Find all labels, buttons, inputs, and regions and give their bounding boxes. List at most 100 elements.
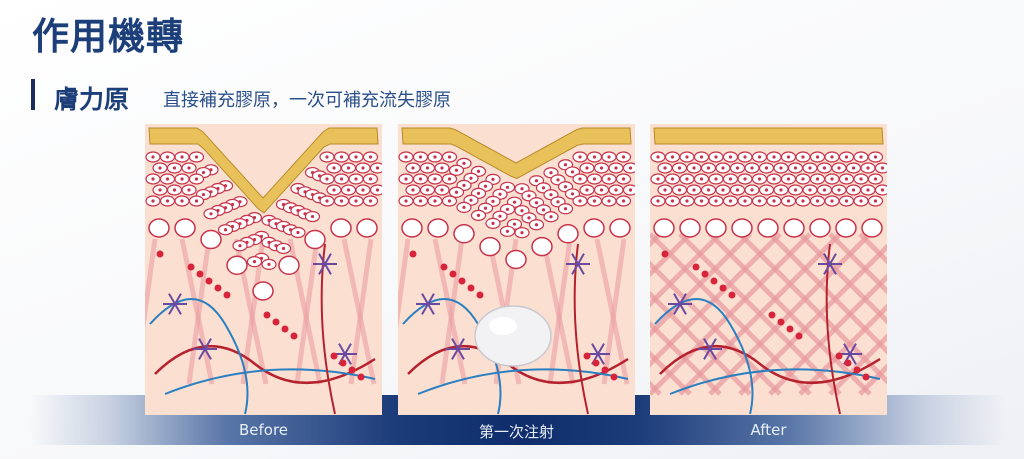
collagen-fiber bbox=[858, 232, 887, 265]
collagen-fiber bbox=[738, 243, 887, 396]
collagen-fiber bbox=[439, 238, 465, 385]
fibroblast bbox=[324, 263, 332, 275]
collagen-dot bbox=[272, 318, 280, 326]
collagen-fiber bbox=[348, 238, 374, 385]
collagen-dot bbox=[710, 277, 718, 285]
collagen-fiber bbox=[858, 363, 887, 396]
fibroblast bbox=[324, 253, 332, 265]
fibroblast bbox=[823, 253, 831, 265]
collagen-dot bbox=[440, 263, 448, 271]
fibroblast bbox=[451, 348, 459, 360]
stratum-corneum bbox=[148, 127, 379, 214]
basal-cell bbox=[809, 218, 831, 238]
collagen-fiber bbox=[650, 232, 782, 368]
stratum-corneum bbox=[653, 127, 884, 145]
collagen-fiber bbox=[601, 238, 627, 385]
collagen-fiber bbox=[650, 232, 722, 308]
fibroblast bbox=[597, 343, 605, 355]
fibroblast bbox=[318, 263, 326, 275]
fibroblast bbox=[843, 343, 851, 355]
fibroblast bbox=[174, 293, 182, 305]
skin-panel-before bbox=[145, 124, 382, 415]
skin-illustration-before bbox=[145, 124, 382, 415]
fibroblast bbox=[673, 303, 681, 315]
collagen-dot bbox=[661, 250, 669, 258]
collagen-dot bbox=[844, 359, 852, 367]
fibroblast bbox=[577, 263, 585, 275]
collagen-dot bbox=[583, 352, 591, 360]
fibroblast bbox=[703, 338, 711, 350]
basal-cell bbox=[479, 236, 501, 257]
fibroblast bbox=[829, 253, 837, 265]
collagen-dot bbox=[592, 359, 600, 367]
basal-cell bbox=[148, 218, 170, 238]
collagen-dot bbox=[339, 359, 347, 367]
collagen-dot bbox=[701, 270, 709, 278]
collagen-dot bbox=[348, 366, 356, 374]
blood-vessel bbox=[659, 345, 881, 384]
fibroblast bbox=[709, 348, 717, 360]
fibroblast bbox=[829, 263, 837, 275]
blood-vessel bbox=[164, 368, 376, 395]
fibroblast bbox=[204, 348, 212, 360]
fibroblast bbox=[168, 303, 176, 315]
fibroblast bbox=[457, 348, 465, 360]
collagen-dot bbox=[795, 332, 803, 340]
collagen-fiber bbox=[708, 232, 872, 396]
collagen-fiber bbox=[650, 320, 722, 396]
skin-panel-first-injection bbox=[398, 124, 635, 415]
basal-cell bbox=[609, 218, 631, 238]
fibroblast bbox=[849, 353, 857, 365]
collagen-fiber bbox=[678, 232, 842, 396]
collagen-fiber bbox=[768, 273, 887, 396]
collagen-dot bbox=[281, 325, 289, 333]
collagen-dot bbox=[610, 373, 618, 381]
basal-cell bbox=[653, 218, 675, 238]
fibroblast bbox=[421, 303, 429, 315]
basal-cell bbox=[861, 218, 883, 238]
fibroblast bbox=[577, 253, 585, 265]
collagen-fiber bbox=[145, 238, 158, 330]
fibroblast bbox=[849, 343, 857, 355]
collagen-dot bbox=[777, 318, 785, 326]
skin-illustration-first-injection bbox=[398, 124, 635, 415]
collagen-dot bbox=[786, 325, 794, 333]
stage-label-first-injection: 第一次注射 bbox=[478, 423, 554, 441]
collagen-fiber bbox=[186, 238, 212, 385]
basal-cell bbox=[304, 229, 326, 250]
fibroblast bbox=[318, 253, 326, 265]
collagen-dot bbox=[835, 352, 843, 360]
collagen-dot bbox=[601, 366, 609, 374]
fibroblast bbox=[823, 263, 831, 275]
fibroblast bbox=[673, 293, 681, 305]
basal-cell bbox=[278, 255, 300, 276]
fibroblast bbox=[679, 303, 687, 315]
fibroblast bbox=[451, 338, 459, 350]
page-title: 作用機轉 bbox=[32, 15, 184, 58]
basal-cell bbox=[583, 218, 605, 238]
basal-cell bbox=[174, 218, 196, 238]
collagen-fiber bbox=[828, 232, 887, 295]
collagen-filler bbox=[474, 305, 552, 367]
fibroblast bbox=[597, 353, 605, 365]
basal-cell bbox=[783, 218, 805, 238]
collagen-dot bbox=[728, 291, 736, 299]
collagen-dot bbox=[223, 291, 231, 299]
stage-label-before: Before bbox=[238, 421, 289, 439]
basal-cell bbox=[705, 218, 727, 238]
basal-cell bbox=[505, 249, 527, 270]
basal-cell bbox=[401, 218, 423, 238]
skin-illustration-after bbox=[650, 124, 887, 415]
fibroblast bbox=[679, 293, 687, 305]
collagen-dot bbox=[853, 366, 861, 374]
collagen-fiber bbox=[650, 232, 812, 396]
collagen-dot bbox=[409, 250, 417, 258]
basal-cell bbox=[757, 218, 779, 238]
stage-label-after: After bbox=[750, 421, 787, 439]
basal-cell bbox=[226, 255, 248, 276]
collagen-dot bbox=[719, 284, 727, 292]
blood-vessel bbox=[669, 368, 881, 395]
basal-cell bbox=[531, 236, 553, 257]
collagen-dot bbox=[768, 311, 776, 319]
basal-cell bbox=[200, 229, 222, 250]
